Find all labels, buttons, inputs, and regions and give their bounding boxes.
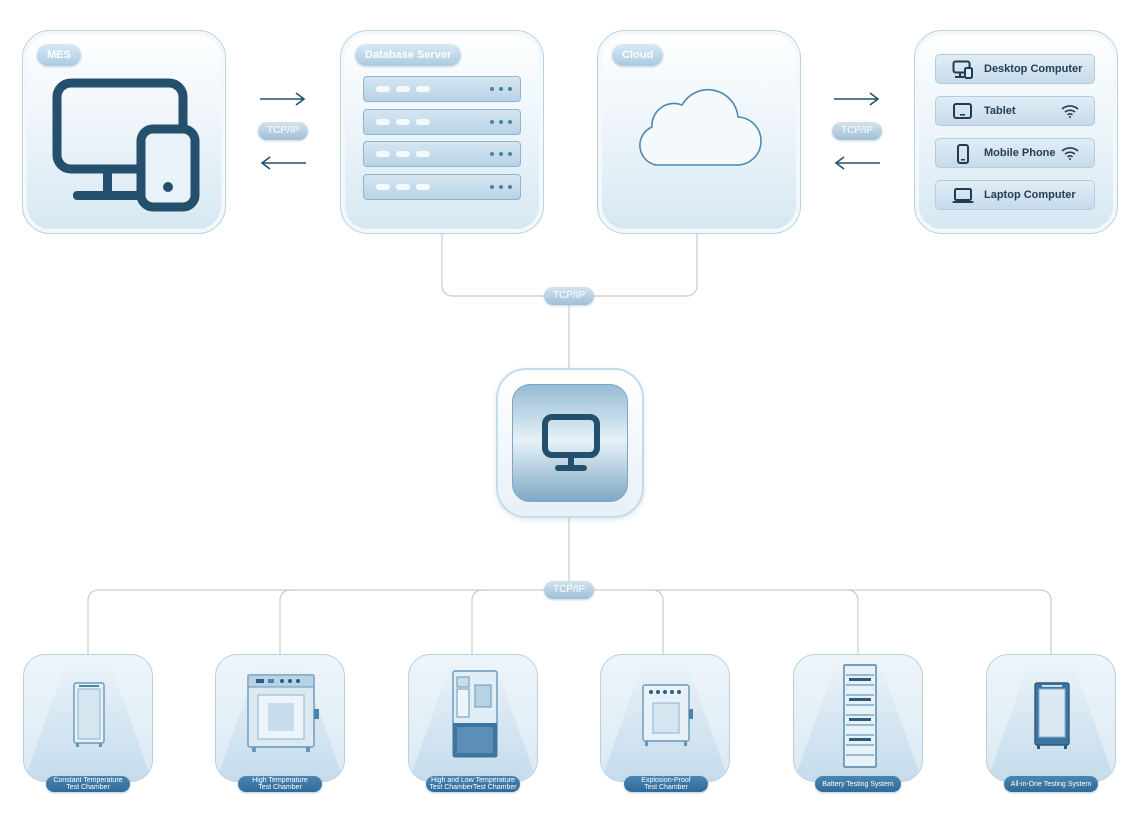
chamber-label-high-temperature: High Temperature Test Chamber	[238, 776, 322, 792]
tcp-ip-badge-left: TCP/IP	[258, 122, 309, 140]
device-label: Laptop Computer	[984, 189, 1076, 201]
mes-card: MES	[22, 30, 226, 234]
tablet-icon	[953, 103, 972, 119]
chamber-label-high-low-temperature: High and Low Temperature Test ChamberTes…	[426, 776, 520, 792]
left-arrow-icon	[834, 156, 880, 170]
chamber-label-line: All-in-One Testing System	[1010, 780, 1092, 788]
server-rack-unit	[363, 174, 521, 200]
high-temperature-chamber-icon	[247, 674, 319, 752]
device-row-laptop: Laptop Computer	[935, 180, 1095, 210]
chamber-label-line: Test ChamberTest Chamber	[429, 784, 517, 791]
central-control-terminal	[496, 368, 644, 518]
device-row-desktop: Desktop Computer	[935, 54, 1095, 84]
wifi-icon	[1061, 105, 1079, 118]
all-in-one-testing-chamber-icon	[1034, 682, 1070, 749]
chamber-label-explosion-proof: Explosion-Proof Test Chamber	[624, 776, 708, 792]
chamber-label-line: Explosion-Proof	[641, 777, 691, 784]
chamber-label-line: High Temperature	[252, 777, 308, 784]
chamber-label-line: Constant Temperature	[53, 777, 123, 784]
battery-testing-rack-icon	[843, 664, 877, 768]
desktop-phone-icon	[952, 60, 973, 79]
high-low-temperature-chamber-icon	[452, 670, 498, 758]
client-devices-card: Desktop Computer Tablet Mobile Phone	[914, 30, 1118, 234]
device-label: Desktop Computer	[984, 63, 1083, 75]
monitor-icon	[542, 414, 600, 471]
cloud-icon	[639, 88, 762, 166]
tcp-ip-badge-right: TCP/IP	[832, 122, 883, 140]
chamber-label-line: Test Chamber	[258, 784, 302, 791]
chamber-label-line: Test Chamber	[644, 784, 688, 791]
chamber-card-high-low-temperature	[408, 654, 538, 782]
mobile-phone-icon	[957, 144, 969, 164]
right-arrow-icon	[834, 92, 880, 106]
tcp-ip-badge-upper: TCP/IP	[544, 287, 595, 305]
chamber-label-battery-testing: Battery Testing System	[815, 776, 901, 792]
cloud-label: Cloud	[612, 44, 664, 66]
explosion-proof-chamber-icon	[642, 684, 693, 746]
right-arrow-icon	[260, 92, 306, 106]
device-label: Tablet	[984, 105, 1016, 117]
tcp-ip-badge-lower: TCP/IP	[544, 581, 595, 599]
chamber-label-all-in-one: All-in-One Testing System	[1004, 776, 1098, 792]
left-arrow-icon	[260, 156, 306, 170]
chamber-card-high-temperature	[215, 654, 345, 782]
database-server-label: Database Server	[355, 44, 462, 66]
database-server-card: Database Server	[340, 30, 544, 234]
chamber-card-explosion-proof	[600, 654, 730, 782]
server-rack-unit	[363, 76, 521, 102]
mes-label: MES	[37, 44, 81, 66]
cloud-card: Cloud	[597, 30, 801, 234]
device-row-mobile: Mobile Phone	[935, 138, 1095, 168]
chamber-card-battery-testing	[793, 654, 923, 782]
device-label: Mobile Phone	[984, 147, 1056, 159]
constant-temperature-chamber-icon	[73, 682, 105, 747]
server-rack-unit	[363, 109, 521, 135]
desktop-phone-icon	[52, 78, 200, 212]
device-row-tablet: Tablet	[935, 96, 1095, 126]
chamber-label-line: Battery Testing System	[822, 780, 894, 788]
chamber-card-all-in-one	[986, 654, 1116, 782]
chamber-label-line: Test Chamber	[66, 784, 110, 791]
laptop-icon	[952, 188, 974, 203]
chamber-card-constant-temperature	[23, 654, 153, 782]
chamber-label-constant-temperature: Constant Temperature Test Chamber	[46, 776, 130, 792]
server-rack-unit	[363, 141, 521, 167]
wifi-icon	[1061, 147, 1079, 160]
central-control-screen	[512, 384, 628, 502]
chamber-label-line: High and Low Temperature	[431, 777, 515, 784]
